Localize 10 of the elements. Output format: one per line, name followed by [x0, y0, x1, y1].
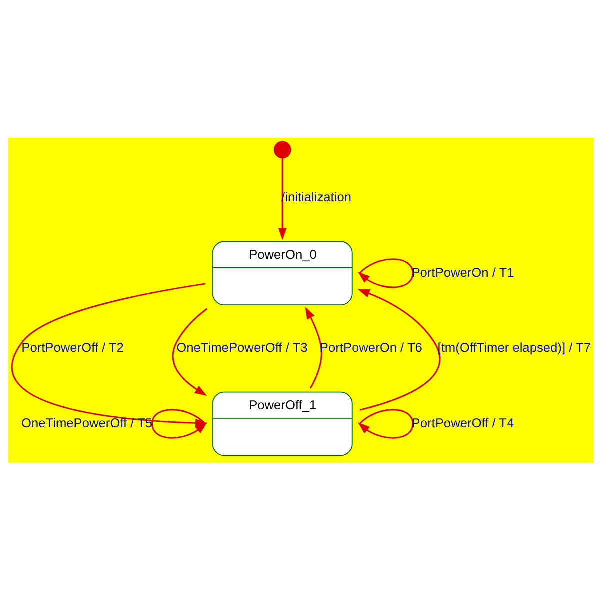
arrow [278, 158, 287, 240]
arrow [358, 288, 440, 410]
arrow [172, 308, 208, 396]
arrow [358, 258, 414, 288]
edge-label: PortPowerOff / T2 [22, 340, 124, 355]
edge-label: OneTimePowerOff / T3 [176, 340, 308, 355]
arrow [305, 306, 322, 388]
arrow [358, 408, 414, 438]
edge-label: [tm(OffTimer elapsed)] / T7 [438, 340, 592, 355]
node-circle [274, 140, 292, 158]
